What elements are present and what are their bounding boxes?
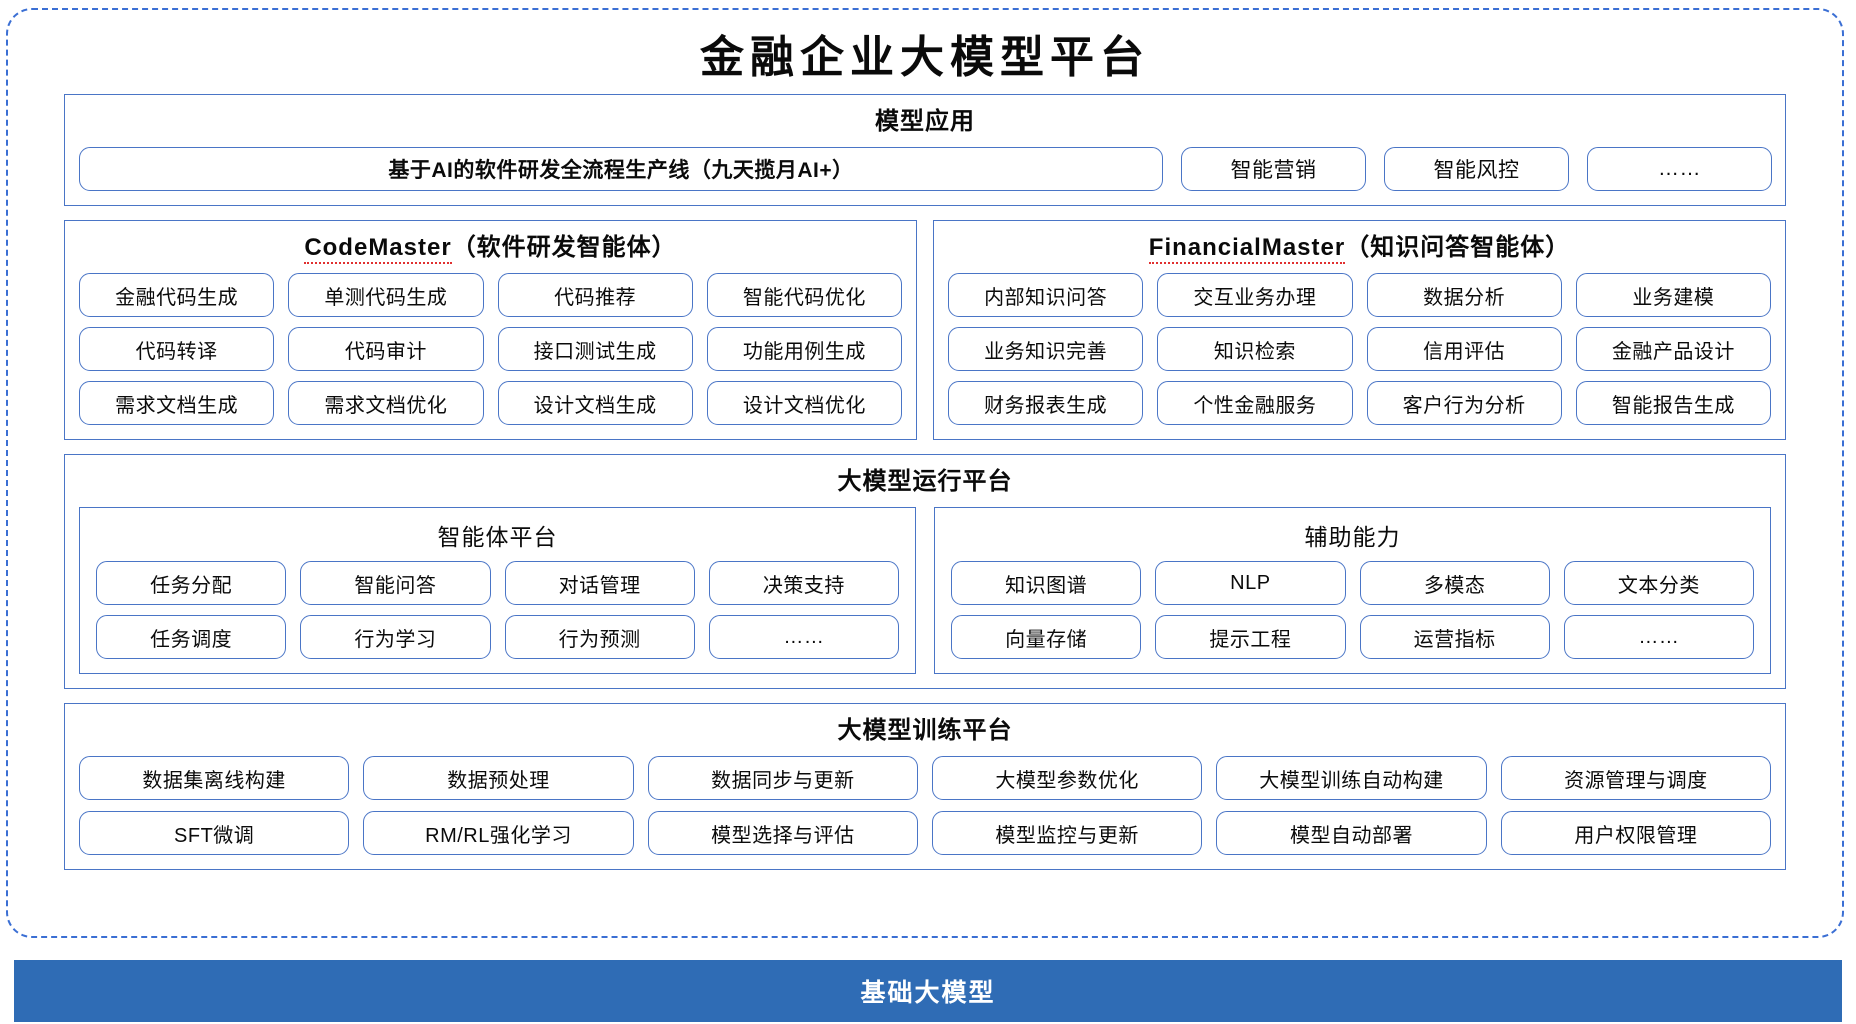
codemaster-panel: CodeMaster（软件研发智能体） 金融代码生成 单测代码生成 代码推荐 智… [64,220,917,440]
agents-row: CodeMaster（软件研发智能体） 金融代码生成 单测代码生成 代码推荐 智… [64,220,1786,440]
codemaster-item-10[interactable]: 设计文档生成 [497,381,693,425]
platform-architecture-frame: 金融企业大模型平台 模型应用 基于AI的软件研发全流程生产线（九天揽月AI+） … [6,8,1844,938]
financialmaster-item-2[interactable]: 数据分析 [1366,273,1562,317]
training-platform-panel: 大模型训练平台 数据集离线构建 数据预处理 数据同步与更新 大模型参数优化 大模… [64,703,1786,870]
agent-platform-item-4[interactable]: 任务调度 [96,615,287,659]
training-item-10[interactable]: 模型自动部署 [1216,811,1487,855]
app-chip-2[interactable]: …… [1587,147,1772,191]
runtime-platform-title: 大模型运行平台 [837,468,1013,495]
financialmaster-item-9[interactable]: 个性金融服务 [1157,381,1353,425]
auxiliary-item-7[interactable]: …… [1563,615,1754,659]
training-platform-items: 数据集离线构建 数据预处理 数据同步与更新 大模型参数优化 大模型训练自动构建 … [79,756,1771,855]
agent-platform-item-0[interactable]: 任务分配 [96,561,287,605]
codemaster-title-latin: CodeMaster [304,234,452,264]
codemaster-item-2[interactable]: 代码推荐 [497,273,693,317]
base-model-bar: 基础大模型 [14,960,1842,1022]
agent-platform-title: 智能体平台 [437,524,558,550]
codemaster-title: CodeMaster（软件研发智能体） [79,233,902,264]
auxiliary-item-2[interactable]: 多模态 [1359,561,1550,605]
auxiliary-capability-title: 辅助能力 [1304,524,1401,550]
codemaster-items: 金融代码生成 单测代码生成 代码推荐 智能代码优化 代码转译 代码审计 接口测试… [79,273,902,425]
financialmaster-item-3[interactable]: 业务建模 [1575,273,1771,317]
auxiliary-capability-subpanel: 辅助能力 知识图谱 NLP 多模态 文本分类 向量存储 提示工程 运营指标 …… [934,507,1771,674]
app-chip-1[interactable]: 智能风控 [1384,147,1569,191]
financialmaster-item-10[interactable]: 客户行为分析 [1366,381,1562,425]
codemaster-item-4[interactable]: 代码转译 [79,327,275,371]
training-item-4[interactable]: 大模型训练自动构建 [1216,756,1487,800]
agent-platform-item-6[interactable]: 行为预测 [504,615,695,659]
financialmaster-title-latin: FinancialMaster [1148,234,1346,264]
financialmaster-item-0[interactable]: 内部知识问答 [948,273,1144,317]
financialmaster-panel: FinancialMaster（知识问答智能体） 内部知识问答 交互业务办理 数… [933,220,1786,440]
runtime-subpanels-row: 智能体平台 任务分配 智能问答 对话管理 决策支持 任务调度 行为学习 行为预测… [79,507,1771,674]
training-item-6[interactable]: SFT微调 [79,811,350,855]
financialmaster-item-5[interactable]: 知识检索 [1157,327,1353,371]
training-item-2[interactable]: 数据同步与更新 [647,756,918,800]
model-application-title: 模型应用 [875,108,975,135]
model-application-items: 基于AI的软件研发全流程生产线（九天揽月AI+） 智能营销 智能风控 …… [79,147,1772,191]
training-item-5[interactable]: 资源管理与调度 [1500,756,1771,800]
codemaster-item-5[interactable]: 代码审计 [288,327,484,371]
codemaster-item-3[interactable]: 智能代码优化 [706,273,902,317]
auxiliary-item-5[interactable]: 提示工程 [1155,615,1346,659]
codemaster-item-6[interactable]: 接口测试生成 [497,327,693,371]
financialmaster-title: FinancialMaster（知识问答智能体） [948,233,1771,264]
agent-platform-item-3[interactable]: 决策支持 [708,561,899,605]
training-item-1[interactable]: 数据预处理 [363,756,634,800]
app-chip-0[interactable]: 智能营销 [1181,147,1366,191]
auxiliary-capability-items: 知识图谱 NLP 多模态 文本分类 向量存储 提示工程 运营指标 …… [951,561,1754,659]
auxiliary-item-3[interactable]: 文本分类 [1563,561,1754,605]
codemaster-title-cn: （软件研发智能体） [451,234,677,261]
codemaster-item-1[interactable]: 单测代码生成 [288,273,484,317]
codemaster-item-0[interactable]: 金融代码生成 [79,273,275,317]
training-item-11[interactable]: 用户权限管理 [1500,811,1771,855]
financialmaster-item-6[interactable]: 信用评估 [1366,327,1562,371]
training-item-8[interactable]: 模型选择与评估 [647,811,918,855]
codemaster-item-9[interactable]: 需求文档优化 [288,381,484,425]
financialmaster-item-4[interactable]: 业务知识完善 [948,327,1144,371]
agent-platform-item-1[interactable]: 智能问答 [300,561,491,605]
auxiliary-item-6[interactable]: 运营指标 [1359,615,1550,659]
financialmaster-item-8[interactable]: 财务报表生成 [948,381,1144,425]
training-item-0[interactable]: 数据集离线构建 [79,756,350,800]
base-model-label: 基础大模型 [860,979,996,1007]
training-platform-title: 大模型训练平台 [837,717,1013,744]
financialmaster-item-11[interactable]: 智能报告生成 [1575,381,1771,425]
codemaster-item-11[interactable]: 设计文档优化 [706,381,902,425]
financialmaster-item-1[interactable]: 交互业务办理 [1157,273,1353,317]
financialmaster-item-7[interactable]: 金融产品设计 [1575,327,1771,371]
page-title: 金融企业大模型平台 [700,32,1150,83]
training-item-7[interactable]: RM/RL强化学习 [363,811,634,855]
codemaster-item-8[interactable]: 需求文档生成 [79,381,275,425]
auxiliary-item-1[interactable]: NLP [1155,561,1346,605]
auxiliary-item-4[interactable]: 向量存储 [951,615,1142,659]
model-application-panel: 模型应用 基于AI的软件研发全流程生产线（九天揽月AI+） 智能营销 智能风控 … [64,94,1786,206]
agent-platform-item-5[interactable]: 行为学习 [300,615,491,659]
app-banner-ai-pipeline[interactable]: 基于AI的软件研发全流程生产线（九天揽月AI+） [79,147,1163,191]
training-item-9[interactable]: 模型监控与更新 [932,811,1203,855]
codemaster-item-7[interactable]: 功能用例生成 [706,327,902,371]
financialmaster-items: 内部知识问答 交互业务办理 数据分析 业务建模 业务知识完善 知识检索 信用评估… [948,273,1771,425]
agent-platform-items: 任务分配 智能问答 对话管理 决策支持 任务调度 行为学习 行为预测 …… [96,561,899,659]
financialmaster-title-cn: （知识问答智能体） [1345,234,1571,261]
training-item-3[interactable]: 大模型参数优化 [932,756,1203,800]
agent-platform-item-2[interactable]: 对话管理 [504,561,695,605]
runtime-platform-panel: 大模型运行平台 智能体平台 任务分配 智能问答 对话管理 决策支持 任务调度 行… [64,454,1786,689]
auxiliary-item-0[interactable]: 知识图谱 [951,561,1142,605]
agent-platform-item-7[interactable]: …… [708,615,899,659]
agent-platform-subpanel: 智能体平台 任务分配 智能问答 对话管理 决策支持 任务调度 行为学习 行为预测… [79,507,916,674]
